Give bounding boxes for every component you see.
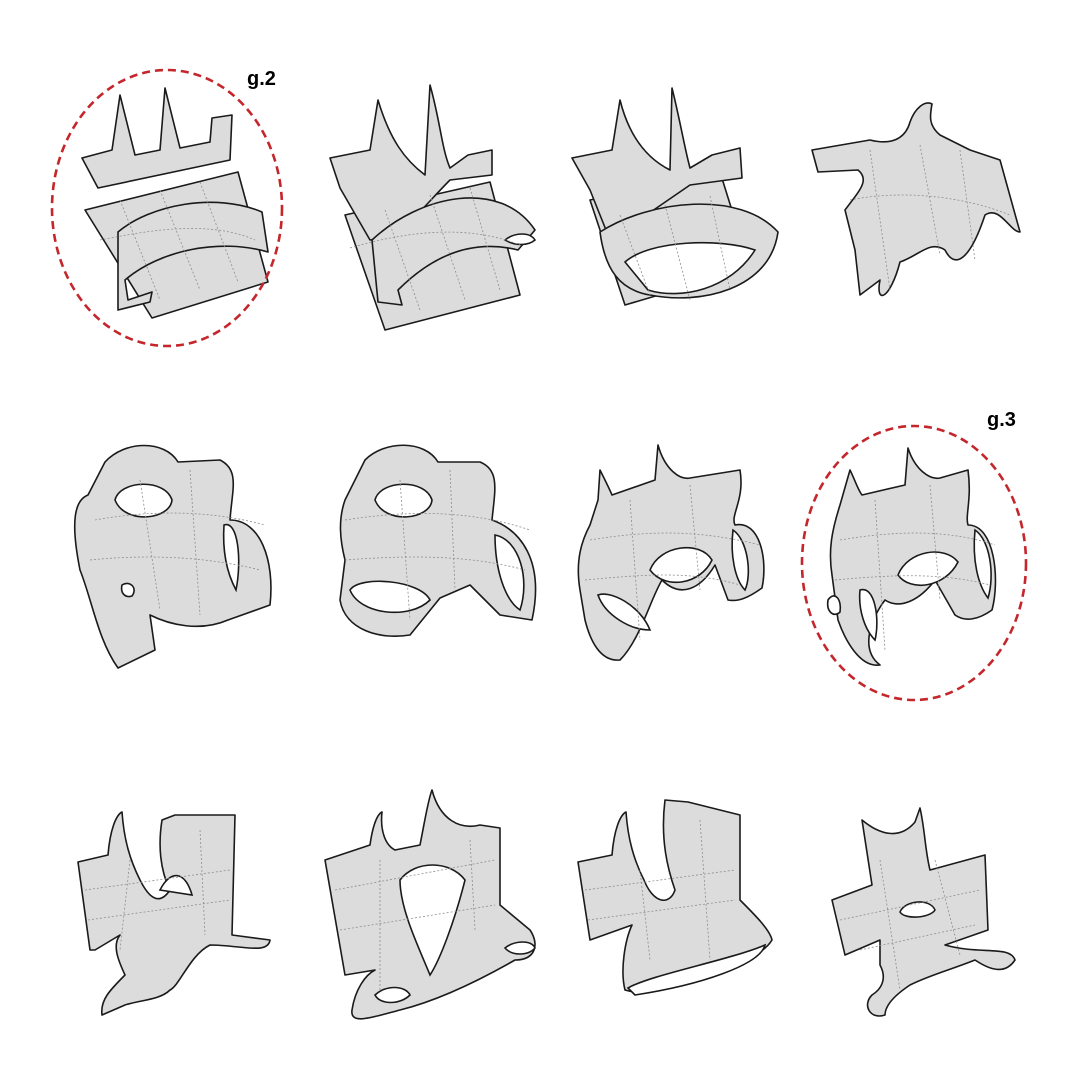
label-g3: g.3 (987, 409, 1016, 431)
form-r3c1 (77, 811, 271, 1016)
form-r2c3 (577, 444, 765, 661)
form-r2c4 (826, 447, 997, 666)
form-r3c4 (831, 807, 1016, 1017)
form-r2c2 (339, 444, 537, 637)
form-r1c2 (329, 84, 537, 331)
form-r3c3 (577, 799, 773, 996)
form-r1c4 (811, 102, 1021, 297)
form-r3c2 (324, 789, 536, 1020)
highlight-ring-g2 (50, 68, 284, 348)
highlight-ring-g3 (800, 424, 1028, 702)
label-g2: g.2 (247, 68, 276, 90)
form-r2c1 (73, 444, 272, 669)
form-r1c3 (571, 87, 779, 306)
form-r1c1 (81, 87, 269, 319)
